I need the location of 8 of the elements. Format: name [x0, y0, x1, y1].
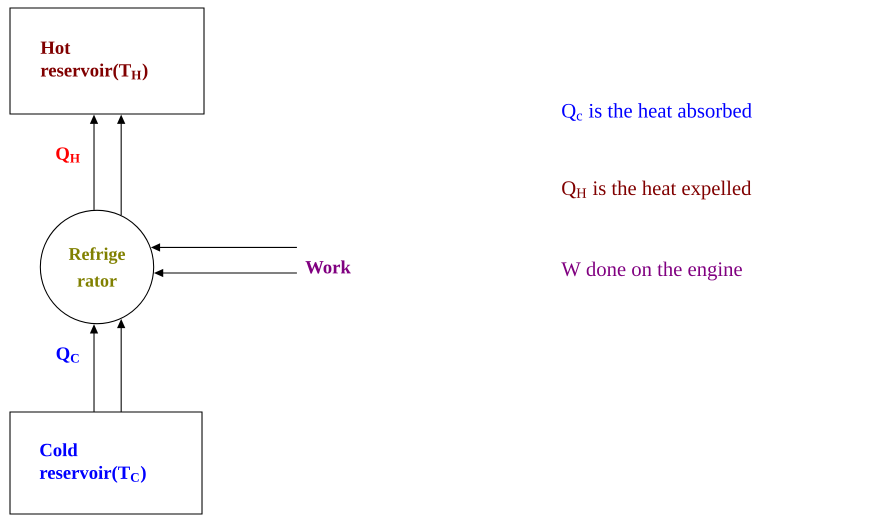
reservoir-box: Hot reservoir(T$_{H}$)	[9, 7, 205, 115]
reservoir-box: Cold reservoir(T$_{C}$)	[9, 411, 203, 515]
note: W done on the engine	[561, 262, 742, 280]
note: Q$_{H}$ is the heat expelled	[562, 180, 752, 200]
note: Q$_{c}$ is the heat absorbed	[562, 103, 752, 121]
edge-label: Q$_{C}$	[56, 347, 79, 363]
edge-label: Q$_{H}$	[56, 147, 80, 163]
work-label: Work	[305, 260, 351, 274]
